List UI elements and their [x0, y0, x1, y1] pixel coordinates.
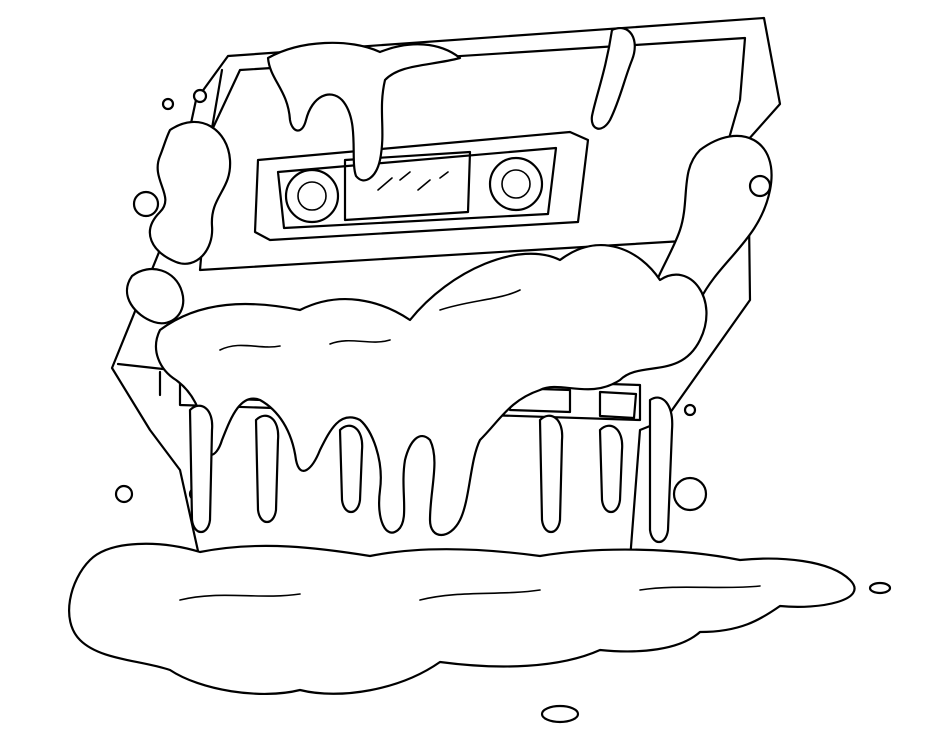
- goo-left: [114, 88, 708, 512]
- goo-middle: [154, 244, 708, 537]
- cassette-window: [253, 130, 590, 242]
- left-reel-icon: [284, 168, 340, 224]
- goo-puddle: [68, 542, 892, 724]
- right-reel-icon: [488, 156, 544, 212]
- goo-drips: [188, 396, 674, 544]
